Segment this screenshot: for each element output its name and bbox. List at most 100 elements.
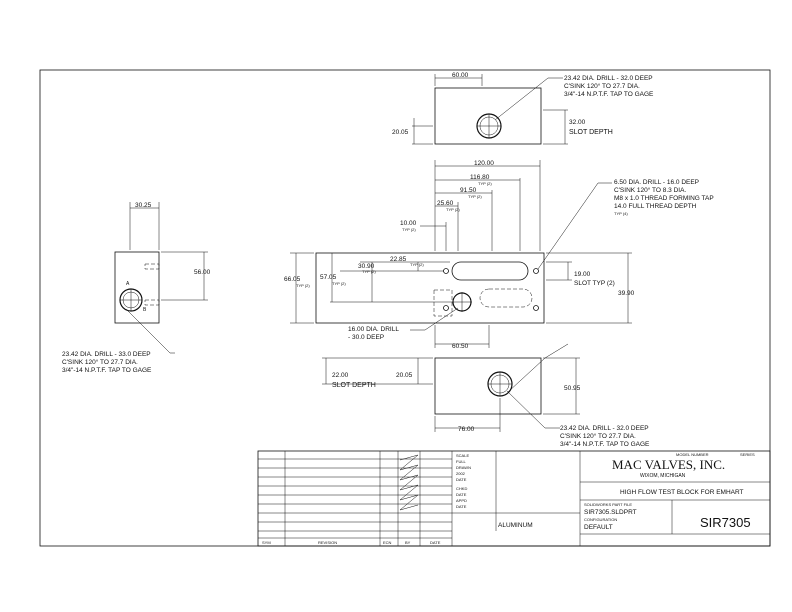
title-block-frame — [257, 450, 771, 547]
side-note-2: C'SINK 120° TO 27.7 DIA. — [62, 358, 138, 366]
bottom-slot-depth: SLOT DEPTH — [332, 382, 376, 389]
rev-header-ecn: ECN — [383, 540, 392, 545]
tb-scale-label: SCALE — [456, 453, 469, 458]
front-drill-note-1: 16.00 DIA. DRILL — [348, 326, 399, 333]
front-dim-120: 120.00 — [474, 160, 494, 167]
series-label: SERIES — [740, 452, 755, 457]
bottom-dim-width: 76.00 — [458, 426, 475, 433]
side-dim-right: 56.00 — [194, 269, 211, 276]
drawing-title: HIGH FLOW TEST BLOCK FOR EMHART — [620, 489, 744, 496]
top-dim-width: 60.00 — [452, 72, 469, 79]
front-dim-66: 66.05 — [284, 276, 301, 283]
side-leader — [125, 308, 175, 354]
front-typ-3: TYP (2) — [446, 207, 460, 212]
front-drill-note-2: - 30.0 DEEP — [348, 334, 384, 341]
bottom-dim-left: 22.00 — [332, 372, 349, 379]
front-dim-bottom: 60.50 — [452, 343, 469, 350]
front-drill-leader — [410, 307, 459, 331]
side-view: 30.25 56.00 A B 23.42 DIA. DRILL - 33.0 … — [62, 202, 211, 374]
tb-date-1: DATE — [456, 477, 467, 482]
side-hidden-slot-1 — [144, 263, 160, 270]
rev-header-by: BY — [405, 540, 411, 545]
bottom-view-outline — [434, 357, 542, 415]
bottom-angle-leader — [507, 343, 569, 393]
front-view: 120.00 116.80 TYP (2) 91.50 TYP (2) 25.6… — [284, 160, 714, 350]
tb-date-2: DATE — [456, 492, 467, 497]
front-dim-30: 30.90 — [358, 263, 375, 270]
top-leader — [494, 77, 563, 121]
front-dim-91: 91.50 — [460, 187, 477, 194]
side-letter-a: A — [126, 281, 130, 287]
front-typ-6: TYP (2) — [410, 262, 424, 267]
front-tap-leader — [537, 182, 612, 270]
front-dim-57: 57.05 — [320, 274, 337, 281]
front-tap-hole-2 — [533, 268, 539, 274]
rev-header-sym: SYM — [262, 540, 271, 545]
part-file-label: SOLIDWORKS PART FILE — [584, 502, 632, 507]
front-typ-1: TYP (2) — [478, 181, 492, 186]
tb-material: ALUMINUM — [498, 522, 533, 529]
bottom-note-2: C'SINK 120° TO 27.7 DIA. — [560, 432, 636, 440]
top-view-outline — [434, 87, 542, 145]
front-dim-22: 22.85 — [390, 256, 407, 263]
top-note-1: 23.42 DIA. DRILL - 32.0 DEEP — [564, 75, 653, 82]
top-slot-depth: SLOT DEPTH — [569, 129, 613, 136]
side-note-1: 23.42 DIA. DRILL - 33.0 DEEP — [62, 351, 151, 358]
side-dim-top: 30.25 — [135, 202, 152, 209]
title-block: SYM REVISION ECN BY DATE SCALE FULL DRAW… — [257, 450, 771, 547]
top-view: 60.00 32.00 SLOT DEPTH 20.05 23.42 DIA. … — [392, 72, 654, 145]
top-note-3: 3/4"-14 N.P.T.F. TAP TO GAGE — [564, 91, 654, 98]
front-typ-4: TYP (2) — [402, 227, 416, 232]
front-dim-height: 39.90 — [618, 290, 635, 297]
front-tap-hole-1 — [443, 268, 449, 274]
tb-date-3: DATE — [456, 504, 467, 509]
front-view-outline — [315, 252, 545, 324]
part-file: SIR7305.SLDPRT — [584, 509, 637, 516]
bottom-view: 22.00 SLOT DEPTH 20.05 50.95 76.00 23.42… — [322, 343, 650, 448]
rev-zigzag — [399, 454, 419, 511]
company-name: MAC VALVES, INC. — [612, 457, 725, 472]
tb-appd: APPD — [456, 498, 467, 503]
bottom-note-1: 23.42 DIA. DRILL - 32.0 DEEP — [560, 425, 649, 432]
front-dim-10: 10.00 — [400, 220, 417, 227]
front-slot-upper — [451, 261, 529, 281]
side-letter-b: B — [143, 307, 147, 313]
front-typ-2: TYP (2) — [468, 194, 482, 199]
side-note-3: 3/4"-14 N.P.T.F. TAP TO GAGE — [62, 367, 152, 374]
front-slot-label: SLOT TYP (2) — [574, 280, 615, 287]
rev-header-date: DATE — [430, 540, 441, 545]
front-slot-lower — [479, 288, 533, 308]
company-city: WIXOM, MICHIGAN — [640, 473, 686, 479]
front-tap-note-4: 14.0 FULL THREAD DEPTH — [614, 203, 697, 210]
front-dim-116: 116.80 — [470, 174, 490, 181]
tb-scale-value: FULL — [456, 459, 467, 464]
tb-chkd: CHKD — [456, 486, 467, 491]
model-number-label: MODEL NUMBER — [676, 452, 709, 457]
front-tap-note-1: 6.50 DIA. DRILL - 16.0 DEEP — [614, 179, 699, 186]
top-note-2: C'SINK 120° TO 27.7 DIA. — [564, 82, 640, 90]
part-number: SIR7305 — [700, 515, 751, 530]
rev-header-revision: REVISION — [318, 540, 337, 545]
bottom-leader — [506, 390, 560, 429]
front-dim-25: 25.60 — [437, 200, 454, 207]
top-dim-height: 32.00 — [569, 119, 586, 126]
side-view-outline — [114, 251, 160, 324]
front-tap-note-3: M8 x 1.0 THREAD FORMING TAP — [614, 195, 714, 202]
configuration: DEFAULT — [584, 524, 613, 531]
side-hidden-slot-2 — [144, 299, 160, 306]
tb-drawn-year: 2002 — [456, 471, 466, 476]
front-slot-dim: 19.00 — [574, 271, 591, 278]
front-tap-hole-3 — [443, 305, 449, 311]
front-tap-note-5: TYP (4) — [614, 211, 628, 216]
configuration-label: CONFIGURATION — [584, 517, 617, 522]
front-typ-8: TYP (2) — [296, 283, 310, 288]
top-dim-left: 20.05 — [392, 129, 409, 136]
bottom-dim-right: 50.95 — [564, 385, 581, 392]
bottom-note-3: 3/4"-14 N.P.T.F. TAP TO GAGE — [560, 441, 650, 448]
front-tap-hole-4 — [533, 305, 539, 311]
front-typ-5: TYP (2) — [362, 269, 376, 274]
front-hidden-bore — [433, 289, 453, 317]
front-tap-note-2: C'SINK 120° TO 8.3 DIA. — [614, 186, 686, 194]
